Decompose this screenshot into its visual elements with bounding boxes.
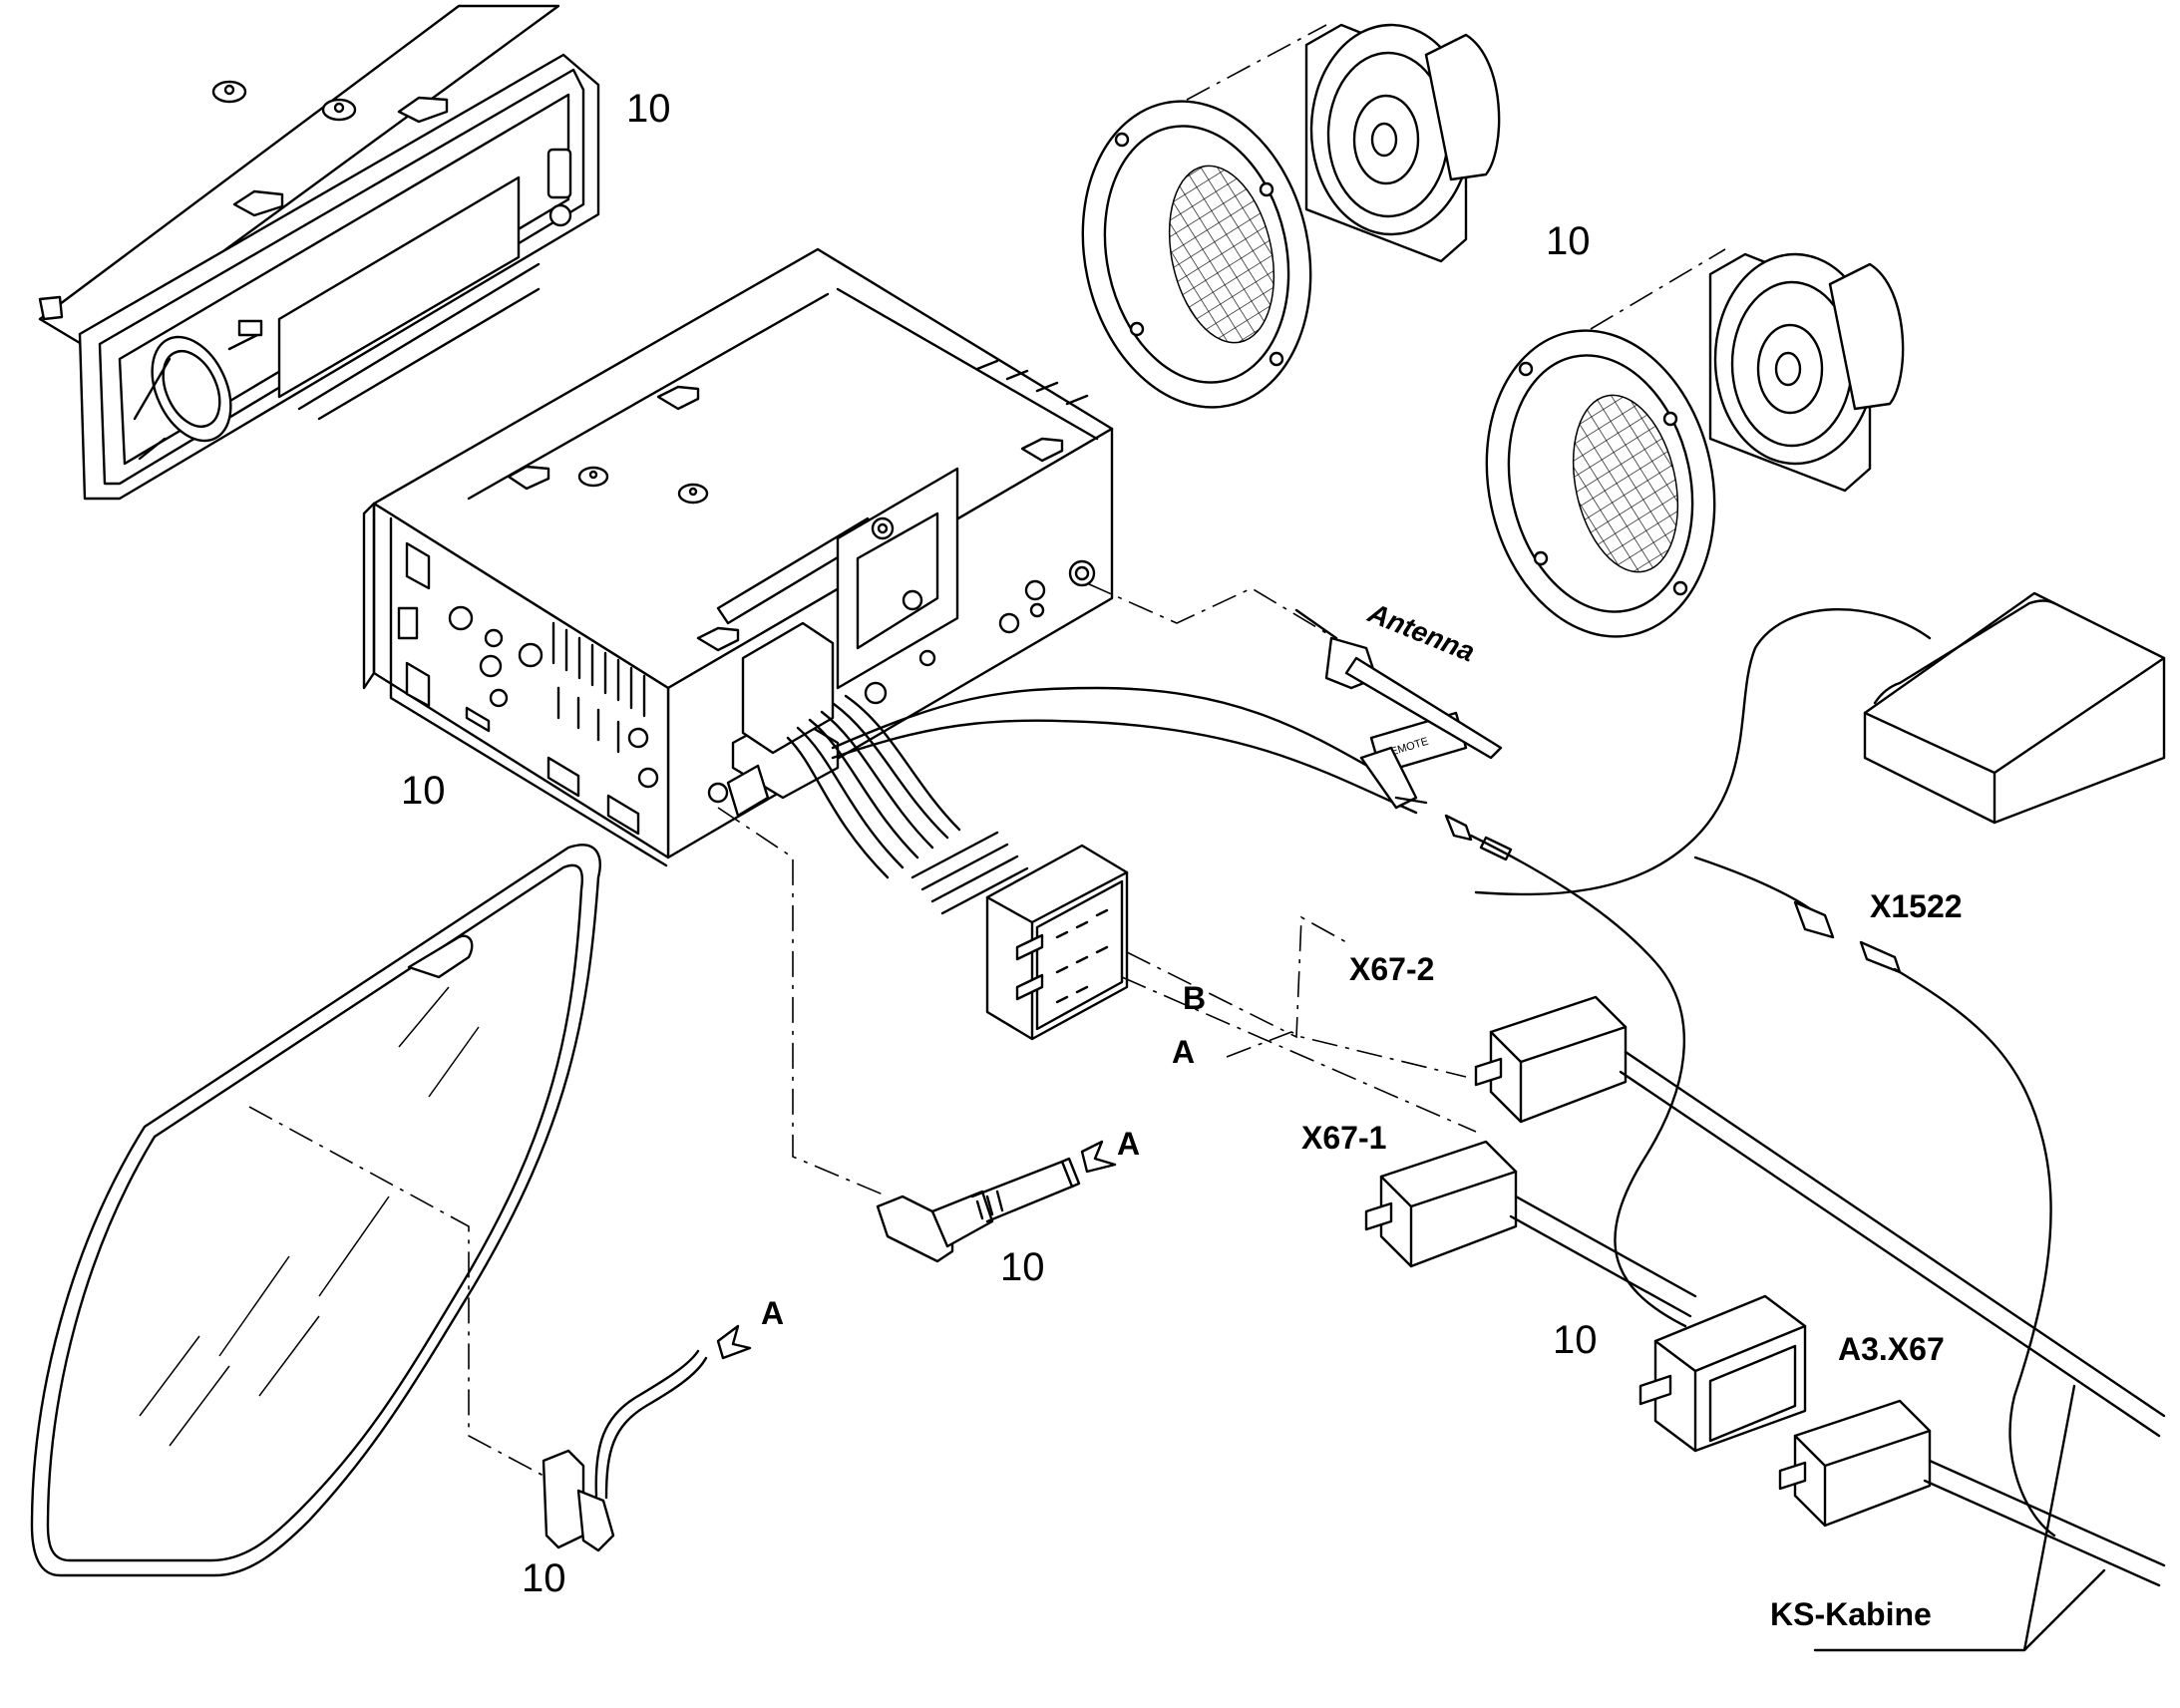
plug-a-label: A bbox=[761, 1295, 784, 1331]
connector-a3-x67-icon bbox=[1778, 1399, 2166, 1587]
cable-connector-icon bbox=[1859, 940, 2056, 1537]
wiring-harness-icon bbox=[786, 686, 1418, 1041]
windshield-icon bbox=[30, 844, 601, 1577]
arrow-icon bbox=[716, 1324, 752, 1360]
cable-connector-icon bbox=[1444, 814, 1687, 1328]
arrow-icon bbox=[1080, 1140, 1117, 1174]
plug-b-label: B bbox=[1183, 980, 1206, 1016]
part-number-label: 10 bbox=[1000, 1245, 1045, 1289]
plug-a-label: A bbox=[1117, 1126, 1140, 1162]
leader-line bbox=[1086, 582, 1327, 634]
jack-plug-icon bbox=[876, 1157, 1081, 1263]
microphone-clip-icon bbox=[542, 1349, 708, 1552]
leader-line bbox=[1590, 248, 1726, 330]
leader-line bbox=[717, 807, 889, 1197]
x1522-label: X1522 bbox=[1870, 888, 1963, 924]
a3-x67-label: A3.X67 bbox=[1838, 1331, 1945, 1367]
gps-antenna-icon bbox=[1474, 591, 2166, 939]
speaker-grille-icon bbox=[1485, 329, 1716, 638]
radio-front-panel-icon bbox=[38, 4, 600, 501]
radio-chassis-icon bbox=[362, 247, 1114, 867]
antenna-label: Antenna bbox=[1363, 596, 1479, 667]
speaker-icon bbox=[1304, 23, 1501, 263]
x67-1-label: X67-1 bbox=[1301, 1120, 1386, 1156]
leader-line bbox=[1121, 976, 1477, 1133]
part-number-label: 10 bbox=[1546, 219, 1591, 263]
connector-x67-2-icon bbox=[1474, 995, 2166, 1438]
leader-line bbox=[1226, 1031, 1467, 1078]
part-number-label: 10 bbox=[522, 1556, 566, 1600]
ks-kabine-label: KS-Kabine bbox=[1770, 1596, 1932, 1632]
plug-a-label: A bbox=[1172, 1034, 1195, 1070]
part-number-label: 10 bbox=[626, 87, 671, 131]
connector-10-icon bbox=[1638, 1294, 1807, 1453]
part-number-label: 10 bbox=[1553, 1318, 1598, 1362]
connector-x67-1-icon bbox=[1364, 1140, 1697, 1318]
leader-line bbox=[1126, 915, 1347, 1039]
part-number-label: 10 bbox=[401, 769, 446, 813]
x67-2-label: X67-2 bbox=[1349, 951, 1434, 987]
ks-kabine-pointer bbox=[1813, 1384, 2106, 1652]
speaker-icon bbox=[1708, 252, 1905, 493]
antenna-plug-icon bbox=[1294, 608, 1503, 760]
speaker-grille-icon bbox=[1081, 100, 1312, 409]
